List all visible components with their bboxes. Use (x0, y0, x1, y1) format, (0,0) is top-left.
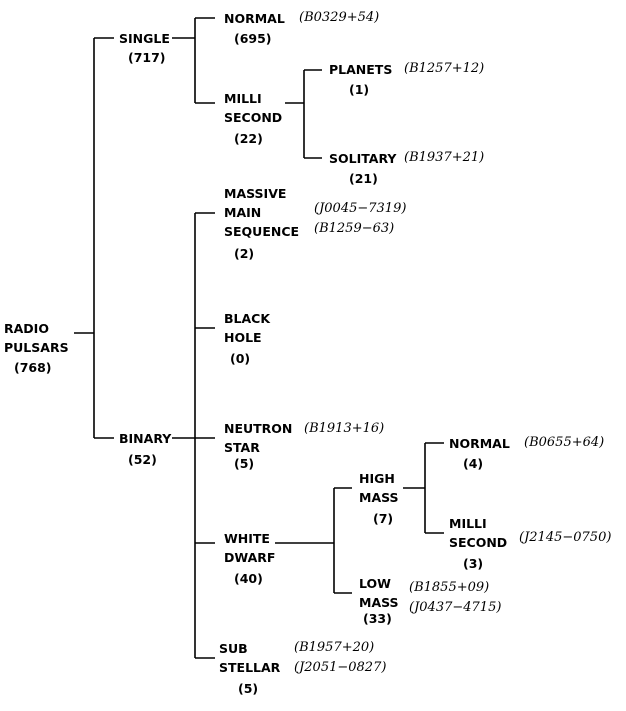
node-label-line: NORMAL (449, 436, 510, 451)
count-white-dwarf: (40) (234, 571, 263, 586)
node-label-line: MILLI (449, 516, 487, 531)
node-label-line: NEUTRON (224, 421, 293, 436)
count-low-mass: (33) (363, 611, 392, 626)
node-label-line: SUB (219, 641, 248, 656)
count-hm-normal: (4) (463, 456, 484, 471)
node-label-line: RADIO (4, 321, 49, 336)
node-label-line: WHITE (224, 531, 270, 546)
example-designation: (J2051−0827) (294, 660, 387, 675)
example-single-normal: (B0329+54) (299, 8, 379, 28)
count-neutron-star: (5) (234, 456, 255, 471)
count-solitary: (21) (349, 171, 378, 186)
count-high-mass: (7) (373, 511, 394, 526)
example-designation: (B1257+12) (404, 61, 485, 76)
node-label-line: MASS (359, 595, 399, 610)
count-millisecond: (22) (234, 131, 263, 146)
example-designation: (J0437−4715) (409, 600, 502, 615)
node-label-line: PLANETS (329, 62, 393, 77)
node-planets: PLANETS (329, 60, 392, 79)
node-radio-pulsars: RADIO PULSARS (4, 319, 69, 357)
node-low-mass: LOW MASS (359, 574, 399, 612)
node-label-line: LOW (359, 576, 391, 591)
node-label-line: MASS (359, 490, 399, 505)
node-solitary: SOLITARY (329, 149, 396, 168)
example-designation: (B1957+20) (294, 640, 375, 655)
node-label-line: MASSIVE (224, 186, 287, 201)
example-designation: (B1259−63) (314, 221, 395, 236)
node-label-line: PULSARS (4, 340, 69, 355)
node-label-line: SINGLE (119, 31, 170, 46)
node-black-hole: BLACK HOLE (224, 309, 270, 347)
node-neutron-star: NEUTRON STAR (224, 419, 292, 457)
example-designation: (B1937+21) (404, 150, 485, 165)
node-single: SINGLE (119, 29, 170, 48)
example-designation: (B1913+16) (304, 421, 385, 436)
example-designation: (B0329+54) (299, 10, 380, 25)
count-planets: (1) (349, 82, 370, 97)
node-label-line: DWARF (224, 550, 276, 565)
example-sub-stellar: (B1957+20) (J2051−0827) (294, 638, 386, 678)
count-radio-pulsars: (768) (14, 360, 52, 375)
count-hm-millisecond: (3) (463, 556, 484, 571)
node-label-line: HIGH (359, 471, 395, 486)
node-label-line: SOLITARY (329, 151, 397, 166)
count-single-normal: (695) (234, 31, 272, 46)
node-binary: BINARY (119, 429, 171, 448)
example-massive-main-sequence: (J0045−7319) (B1259−63) (314, 199, 406, 239)
count-binary: (52) (128, 452, 157, 467)
example-designation: (J2145−0750) (519, 530, 612, 545)
count-massive-main-sequence: (2) (234, 246, 255, 261)
node-label-line: NORMAL (224, 11, 285, 26)
node-label-line: MAIN (224, 205, 262, 220)
node-label-line: SECOND (224, 110, 283, 125)
example-hm-millisecond: (J2145−0750) (519, 528, 611, 548)
node-label-line: SEQUENCE (224, 224, 300, 239)
node-label-line: BINARY (119, 431, 172, 446)
node-single-normal: NORMAL (224, 9, 285, 28)
node-label-line: BLACK (224, 311, 271, 326)
node-label-line: MILLI (224, 91, 262, 106)
node-millisecond: MILLI SECOND (224, 89, 282, 127)
node-high-mass: HIGH MASS (359, 469, 399, 507)
node-massive-main-sequence: MASSIVE MAIN SEQUENCE (224, 184, 299, 241)
count-single: (717) (128, 50, 166, 65)
node-label-line: HOLE (224, 330, 262, 345)
node-hm-normal: NORMAL (449, 434, 510, 453)
example-designation: (B0655+64) (524, 435, 605, 450)
node-label-line: STELLAR (219, 660, 281, 675)
count-sub-stellar: (5) (238, 681, 259, 696)
example-low-mass: (B1855+09) (J0437−4715) (409, 578, 501, 618)
node-sub-stellar: SUB STELLAR (219, 639, 280, 677)
example-designation: (B1855+09) (409, 580, 490, 595)
node-label-line: STAR (224, 440, 260, 455)
example-solitary: (B1937+21) (404, 148, 484, 168)
node-label-line: SECOND (449, 535, 508, 550)
example-hm-normal: (B0655+64) (524, 433, 604, 453)
node-white-dwarf: WHITE DWARF (224, 529, 275, 567)
node-hm-millisecond: MILLI SECOND (449, 514, 507, 552)
example-designation: (J0045−7319) (314, 201, 407, 216)
example-neutron-star: (B1913+16) (304, 419, 384, 439)
count-black-hole: (0) (230, 351, 251, 366)
example-planets: (B1257+12) (404, 59, 484, 79)
